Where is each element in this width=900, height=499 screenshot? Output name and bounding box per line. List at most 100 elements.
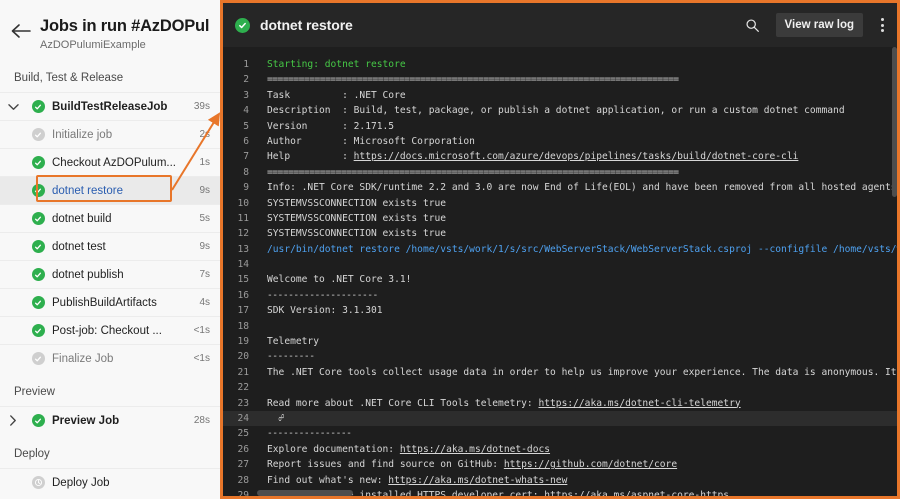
project-name: AzDOPulumiExample <box>40 39 146 51</box>
sidebar-item-duration: 5s <box>199 213 210 224</box>
log-line-number: 24 <box>237 412 249 424</box>
log-line: 9 Info: .NET Core SDK/runtime 2.2 and 3.0… <box>223 180 897 195</box>
log-line-number: 27 <box>237 459 249 471</box>
log-line-number: 18 <box>237 320 249 332</box>
sidebar-item-label: dotnet restore <box>52 184 123 197</box>
sidebar-item-label: Deploy Job <box>52 476 110 489</box>
log-line-number: 28 <box>237 474 249 486</box>
log-line: 28 Find out what's new: https://aka.ms/do… <box>223 473 897 488</box>
sidebar-item-label: PublishBuildArtifacts <box>52 296 157 309</box>
log-line-number: 19 <box>237 336 249 348</box>
status-success-icon <box>26 100 50 113</box>
status-success-icon <box>26 414 50 427</box>
log-line-text: ========================================… <box>267 74 679 86</box>
log-line-text: Info: .NET Core SDK/runtime 2.2 and 3.0 … <box>267 182 897 194</box>
log-line-number: 14 <box>237 259 249 271</box>
log-line: 7 Help : https://docs.microsoft.com/azure… <box>223 149 897 164</box>
sidebar-item-duration: 1s <box>199 157 210 168</box>
sidebar-item-checkout-azdopulum[interactable]: Checkout AzDOPulum...1s <box>0 148 220 176</box>
sidebar-title-group: Jobs in run #AzDOPulu... AzDOPulumiExamp… <box>40 16 210 52</box>
log-line-text: /usr/bin/dotnet restore /home/vsts/work/… <box>267 243 897 255</box>
sidebar-item-finalize-job[interactable]: Finalize Job <1s <box>0 344 220 372</box>
log-line-number: 10 <box>237 197 249 209</box>
chevron-right-icon[interactable] <box>0 415 26 426</box>
log-line: 16--------------------- <box>223 288 897 303</box>
log-vertical-scrollbar[interactable] <box>892 47 897 197</box>
log-link[interactable]: https://aka.ms/dotnet-cli-telemetry <box>538 397 741 409</box>
sidebar-item-label: Post-job: Checkout ... <box>52 324 162 337</box>
log-line: 13/usr/bin/dotnet restore /home/vsts/wor… <box>223 242 897 257</box>
page-title: Jobs in run #AzDOPulu... <box>40 17 210 35</box>
sidebar-item-post-job-checkout[interactable]: Post-job: Checkout ... <1s <box>0 316 220 344</box>
log-line-text: SYSTEMVSSCONNECTION exists true <box>267 228 447 240</box>
log-line-prefix: Find out what's new: <box>267 474 389 486</box>
chevron-down-icon[interactable] <box>0 103 26 111</box>
log-line-number: 15 <box>237 274 249 286</box>
sidebar-item-duration: <1s <box>193 325 210 336</box>
log-line-prefix: Help : <box>267 151 354 163</box>
sidebar-item-duration: 7s <box>199 269 210 280</box>
view-raw-log-button[interactable]: View raw log <box>775 13 863 37</box>
log-line: 24 ☍ <box>223 410 897 427</box>
search-icon[interactable] <box>740 12 766 38</box>
log-line-text: Learn about the installed HTTPS develope… <box>257 488 897 496</box>
log-line: 14 <box>223 257 897 272</box>
sidebar-item-deploy-job[interactable]: Deploy Job <box>0 468 220 496</box>
sidebar-item-duration: <1s <box>193 353 210 364</box>
kebab-menu-icon[interactable] <box>873 12 891 38</box>
log-line-text: Author : Microsoft Corporation <box>267 135 475 147</box>
log-line-number: 8 <box>243 166 249 178</box>
log-line-text: Starting: dotnet restore <box>267 59 406 70</box>
sidebar-item-label: Finalize Job <box>52 352 114 365</box>
sidebar-item-label: dotnet build <box>52 212 112 225</box>
log-line-text: Description : Build, test, package, or p… <box>267 105 845 117</box>
log-link[interactable]: https://aka.ms/aspnet-core-https <box>544 489 730 496</box>
log-link[interactable]: https://docs.microsoft.com/azure/devops/… <box>353 151 799 163</box>
log-line-text: SYSTEMVSSCONNECTION exists true <box>267 197 447 209</box>
log-line: 22 <box>223 380 897 395</box>
sidebar-item-duration: 9s <box>199 241 210 252</box>
log-line-text: Version : 2.171.5 <box>267 120 395 132</box>
sidebar-section-header: Preview <box>14 386 55 398</box>
sidebar-item-duration: 28s <box>193 415 210 426</box>
log-line-text: Telemetry <box>267 336 319 348</box>
log-header: dotnet restore View raw log <box>223 3 897 47</box>
log-line-number: 7 <box>243 151 249 163</box>
log-line: 8=======================================… <box>223 165 897 180</box>
status-success-icon <box>26 296 50 309</box>
log-horizontal-scrollbar[interactable] <box>257 490 353 496</box>
log-line-number: 11 <box>237 212 249 224</box>
log-link[interactable]: https://aka.ms/dotnet-whats-new <box>388 474 568 486</box>
log-link[interactable]: https://github.com/dotnet/core <box>503 459 678 471</box>
status-skipped-icon <box>26 128 50 141</box>
log-line-number: 22 <box>237 382 249 394</box>
back-arrow-icon[interactable] <box>10 20 32 42</box>
log-link[interactable]: https://aka.ms/dotnet-docs <box>399 443 551 455</box>
sidebar-item-duration: 2s <box>199 129 210 140</box>
log-line-number: 9 <box>243 182 249 194</box>
sidebar-header: Jobs in run #AzDOPulu... AzDOPulumiExamp… <box>0 0 220 58</box>
sidebar-item-dotnet-build[interactable]: dotnet build 5s <box>0 204 220 232</box>
status-skipped-icon <box>26 352 50 365</box>
status-success-icon <box>26 156 50 169</box>
log-line-number: 13 <box>237 243 249 255</box>
status-success-icon <box>26 268 50 281</box>
log-title: dotnet restore <box>260 17 353 33</box>
